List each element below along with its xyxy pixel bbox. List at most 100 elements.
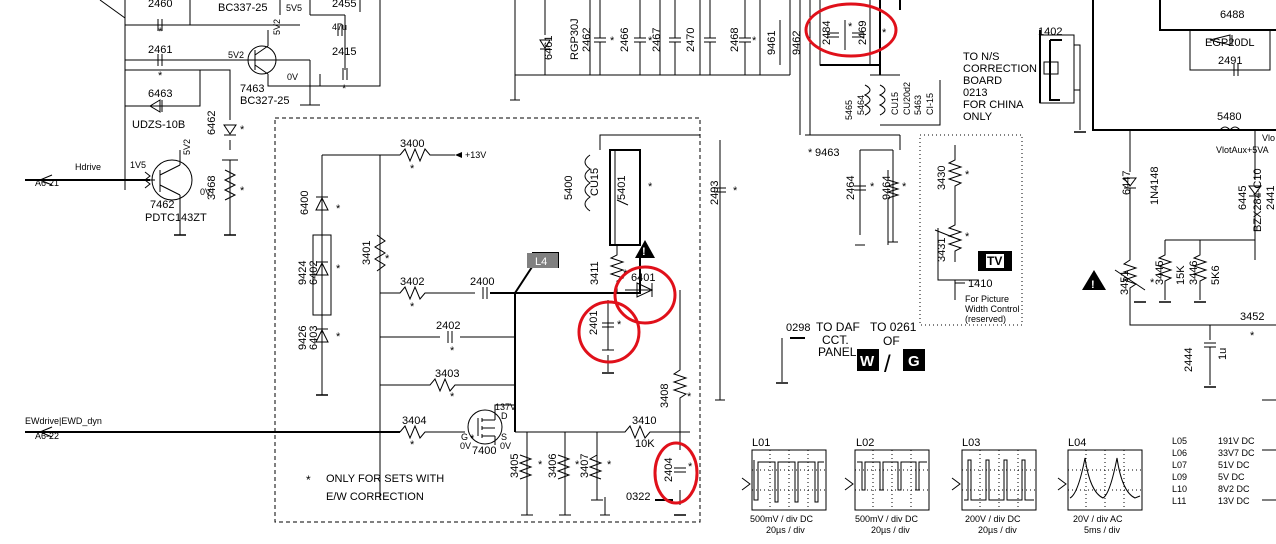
ew-correction-section: ! <box>25 117 727 523</box>
label-9424: 9424 <box>297 261 309 285</box>
label-3408: 3408 <box>659 384 671 408</box>
label-6461: 6461 <box>543 36 555 60</box>
star-mark: * <box>607 459 612 471</box>
label-ci15: CI-15 <box>925 93 935 115</box>
voltage-value: 191V DC <box>1218 436 1255 446</box>
highlight-circle <box>653 441 699 505</box>
label-10k: 10K <box>635 438 655 450</box>
label-3403: 3403 <box>435 368 459 380</box>
label-1v5: 1V5 <box>130 160 146 170</box>
star-mark: * <box>902 181 907 193</box>
label-9461: 9461 <box>766 31 778 55</box>
label-2401: 2401 <box>588 311 600 335</box>
star-mark: * <box>687 391 692 403</box>
label-5480: 5480 <box>1217 111 1241 123</box>
star-mark: * <box>158 26 163 38</box>
label-bc327: BC327-25 <box>240 95 290 107</box>
voltage-value: 33V7 DC <box>1218 448 1255 458</box>
voltage-table: L05 191V DC L06 33V7 DC L07 51V DC L09 5… <box>1172 436 1255 506</box>
label-rgp30j: RGP30J <box>569 18 581 60</box>
label-reserved: (reserved) <box>965 314 1006 324</box>
star-mark: * <box>410 439 415 451</box>
label-to-daf: TO DAF <box>816 320 860 334</box>
label-6403: 6403 <box>308 326 320 350</box>
label-1402: 1402 <box>1038 26 1062 38</box>
label-pdtc: PDTC143ZT <box>145 212 207 224</box>
scope-l02 <box>844 449 930 511</box>
label-3402: 3402 <box>400 276 424 288</box>
star-mark: * <box>648 35 653 47</box>
label-bc337: BC337-25 <box>218 2 268 14</box>
label-9426: 9426 <box>297 326 309 350</box>
star-mark: * <box>538 459 543 471</box>
highlight-circle <box>613 265 677 325</box>
label-3400: 3400 <box>400 138 424 150</box>
label-2484: 2484 <box>821 21 833 45</box>
scope-l04-scale: 20V / div AC <box>1073 514 1123 524</box>
label-correction: CORRECTION <box>963 63 1037 75</box>
label-ew-correction: E/W CORRECTION <box>326 491 424 503</box>
label-only-sets: ONLY FOR SETS WITH <box>326 473 444 485</box>
label-udzs: UDZS-10B <box>132 119 185 131</box>
label-2462: 2462 <box>581 28 593 52</box>
voltage-id: L07 <box>1172 460 1187 470</box>
warning-icon: ! <box>642 246 646 258</box>
voltage-value: 8V2 DC <box>1218 484 1250 494</box>
label-2404: 2404 <box>663 458 675 482</box>
label-2470: 2470 <box>685 28 697 52</box>
label-6488: 6488 <box>1220 9 1244 21</box>
star-mark: * <box>336 203 341 215</box>
label-6447: 6447 <box>1121 171 1133 195</box>
star-mark: * <box>158 70 163 82</box>
label-9464: 9464 <box>881 176 893 200</box>
label-0v-b: 0V <box>200 187 211 197</box>
scope-l02-title: L02 <box>856 437 874 449</box>
star-mark: * <box>450 345 455 357</box>
star-mark: * <box>470 433 475 445</box>
star-mark: * <box>610 35 615 47</box>
label-2402: 2402 <box>436 320 460 332</box>
star-mark: * <box>1150 277 1155 289</box>
star-mark: * <box>808 147 813 159</box>
slash-label: / <box>884 351 891 378</box>
scope-l04-title: L04 <box>1068 437 1086 449</box>
label-for-china: FOR CHINA <box>963 99 1024 111</box>
label-3405: 3405 <box>509 454 521 478</box>
scope-l04-time: 5ms / div <box>1084 525 1121 535</box>
star-mark: * <box>1250 330 1255 342</box>
label-1u: 1u <box>1217 348 1229 360</box>
top-left-section <box>25 0 381 236</box>
star-mark: * <box>688 461 693 473</box>
scope-l03-title: L03 <box>962 437 980 449</box>
label-d: D <box>501 411 508 421</box>
star-mark: * <box>965 231 970 243</box>
label-0v-c: 0V <box>460 441 471 451</box>
label-3407: 3407 <box>579 454 591 478</box>
label-2441: 2441 <box>1265 186 1276 210</box>
voltage-value: 5V DC <box>1218 472 1245 482</box>
scope-l01 <box>741 449 827 511</box>
label-13v: +13V <box>465 150 486 160</box>
voltage-value: 13V DC <box>1218 496 1250 506</box>
scope-l01-time: 20µs / div <box>766 525 805 535</box>
label-6402: 6402 <box>308 261 320 285</box>
label-cu15-b: CU15 <box>589 168 601 196</box>
label-3410: 3410 <box>632 415 656 427</box>
label-2444: 2444 <box>1183 348 1195 372</box>
label-5v2-c: 5V2 <box>182 139 192 155</box>
label-cct: CCT. <box>822 333 849 347</box>
scope-l03 <box>951 449 1037 511</box>
right-section: ! <box>1082 0 1276 501</box>
label-5k6: 5K6 <box>1210 265 1222 285</box>
label-3411: 3411 <box>589 261 601 285</box>
label-3452: 3452 <box>1240 311 1264 323</box>
top-middle-section <box>510 0 901 136</box>
label-vlotaux: VlotAux+5VA <box>1216 145 1269 155</box>
label-2455: 2455 <box>332 0 356 10</box>
star-mark: * <box>648 181 653 193</box>
scope-l03-scale: 200V / div DC <box>965 514 1021 524</box>
star-mark: * <box>965 169 970 181</box>
label-s: S <box>501 432 507 442</box>
tv-label: TV <box>987 254 1002 268</box>
highlight-circle <box>577 300 641 364</box>
